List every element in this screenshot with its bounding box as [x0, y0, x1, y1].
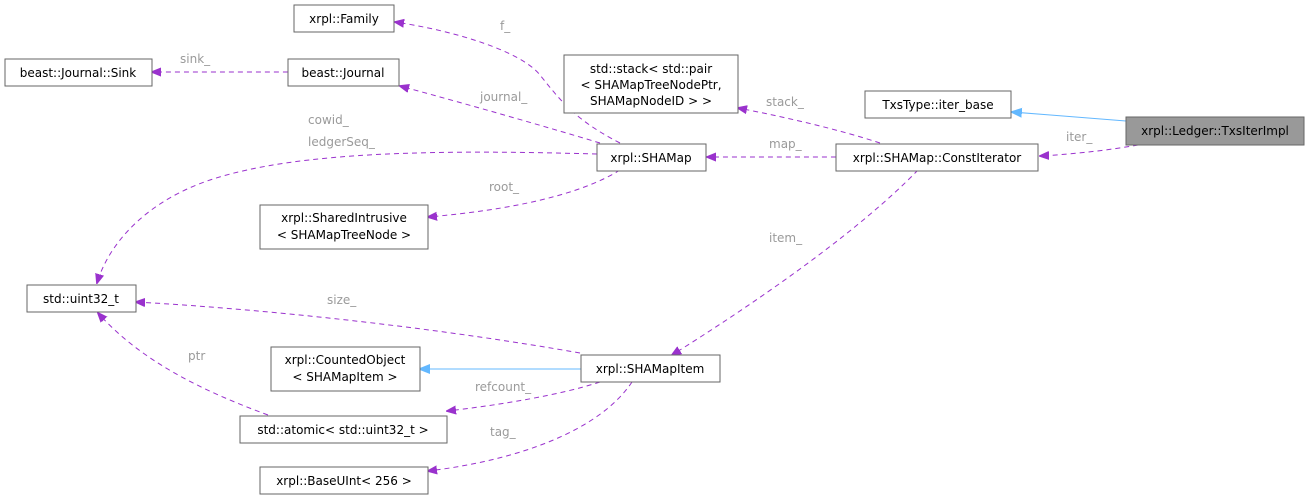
node-counted-object[interactable]: xrpl::CountedObject < SHAMapItem >: [270, 346, 421, 392]
node-atomic[interactable]: std::atomic< std::uint32_t >: [239, 415, 448, 444]
svg-text:TxsType::iter_base: TxsType::iter_base: [881, 98, 993, 112]
node-base-uint[interactable]: xrpl::BaseUInt< 256 >: [259, 466, 429, 495]
svg-text:xrpl::SharedIntrusive: xrpl::SharedIntrusive: [281, 211, 407, 225]
edge-label-sink: sink_: [180, 52, 211, 66]
svg-text:xrpl::SHAMap::ConstIterator: xrpl::SHAMap::ConstIterator: [853, 151, 1022, 165]
node-shamap-item[interactable]: xrpl::SHAMapItem: [580, 354, 721, 383]
edge-label-f: f_: [500, 19, 511, 33]
edge-iter: [1040, 144, 1139, 156]
edge-label-ledgerseq: ledgerSeq_: [308, 135, 376, 149]
svg-text:xrpl::SHAMap: xrpl::SHAMap: [610, 151, 691, 165]
svg-text:xrpl::SHAMapItem: xrpl::SHAMapItem: [596, 362, 705, 376]
node-shared-intrusive[interactable]: xrpl::SharedIntrusive < SHAMapTreeNode >: [259, 204, 429, 250]
svg-text:SHAMapNodeID > >: SHAMapNodeID > >: [590, 94, 712, 108]
node-journal[interactable]: beast::Journal: [287, 58, 400, 87]
svg-text:< SHAMapTreeNode >: < SHAMapTreeNode >: [277, 228, 411, 242]
svg-text:< SHAMapTreeNodePtr,: < SHAMapTreeNodePtr,: [580, 78, 721, 92]
svg-text:beast::Journal::Sink: beast::Journal::Sink: [20, 66, 137, 80]
edge-label-map: map_: [769, 137, 803, 151]
edge-item: [672, 169, 919, 355]
edge-label-item: item_: [769, 231, 803, 245]
edge-root: [428, 169, 621, 217]
edge-label-size: size_: [327, 293, 357, 307]
node-txs-iter-impl[interactable]: xrpl::Ledger::TxsIterImpl: [1125, 116, 1305, 146]
edge-inherit-iter-base: [1012, 112, 1127, 122]
edge-label-root: root_: [489, 180, 520, 194]
node-family[interactable]: xrpl::Family: [293, 4, 395, 33]
edge-label-journal: journal_: [479, 90, 528, 104]
node-iter-base[interactable]: TxsType::iter_base: [864, 90, 1012, 119]
edge-journal: [400, 86, 601, 144]
svg-text:std::stack< std::pair: std::stack< std::pair: [590, 62, 712, 76]
node-const-iterator[interactable]: xrpl::SHAMap::ConstIterator: [835, 143, 1039, 172]
svg-text:xrpl::BaseUInt< 256 >: xrpl::BaseUInt< 256 >: [276, 474, 412, 488]
node-shamap[interactable]: xrpl::SHAMap: [596, 143, 707, 172]
edge-label-ptr: ptr: [188, 349, 205, 363]
edge-label-tag: tag_: [490, 425, 517, 439]
svg-text:xrpl::Family: xrpl::Family: [309, 12, 379, 26]
svg-text:xrpl::Ledger::TxsIterImpl: xrpl::Ledger::TxsIterImpl: [1141, 124, 1289, 138]
edge-ptr: [98, 313, 269, 416]
edge-tag: [428, 381, 633, 471]
svg-text:xrpl::CountedObject: xrpl::CountedObject: [285, 353, 406, 367]
edge-size: [136, 302, 581, 354]
svg-text:std::uint32_t: std::uint32_t: [43, 292, 119, 306]
node-stack-pair[interactable]: std::stack< std::pair < SHAMapTreeNodePt…: [563, 54, 739, 114]
edge-label-stack: stack_: [766, 95, 805, 109]
edge-label-cowid: cowid_: [308, 113, 350, 127]
edge-cowid-ledgerseq: [97, 151, 598, 283]
edge-label-refcount: refcount_: [475, 380, 532, 394]
node-journal-sink[interactable]: beast::Journal::Sink: [4, 58, 153, 87]
node-uint32[interactable]: std::uint32_t: [26, 284, 137, 313]
svg-text:beast::Journal: beast::Journal: [302, 66, 385, 80]
edge-refcount: [447, 381, 601, 411]
svg-text:< SHAMapItem >: < SHAMapItem >: [292, 370, 397, 384]
svg-text:std::atomic< std::uint32_t >: std::atomic< std::uint32_t >: [257, 423, 428, 437]
edge-label-iter: iter_: [1066, 130, 1093, 144]
edge-stack: [738, 108, 881, 144]
